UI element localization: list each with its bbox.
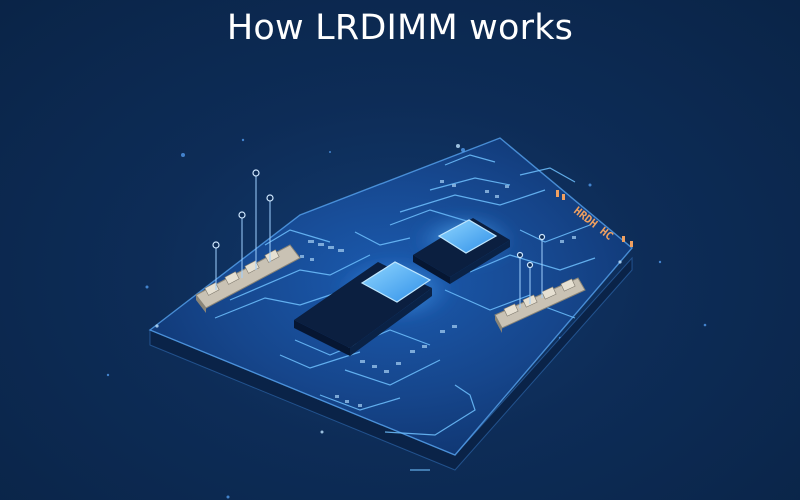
memory-chip-back [413,212,517,284]
board-highlights [155,144,622,434]
smd-components [300,180,576,407]
board-marking-dots [556,190,633,247]
signal-pin-heads-right [516,233,546,269]
signal-pin-heads-left [212,169,274,249]
circuit-traces [214,154,596,411]
background-particles [106,138,707,499]
signal-pins-right [519,237,543,308]
connector-strip-left [195,244,301,313]
bottom-trace [384,384,476,471]
connector-strip-right [494,277,586,333]
signal-pins-left [215,173,271,290]
memory-chip-front [294,258,455,356]
page-title: How LRDIMM works [226,8,574,48]
